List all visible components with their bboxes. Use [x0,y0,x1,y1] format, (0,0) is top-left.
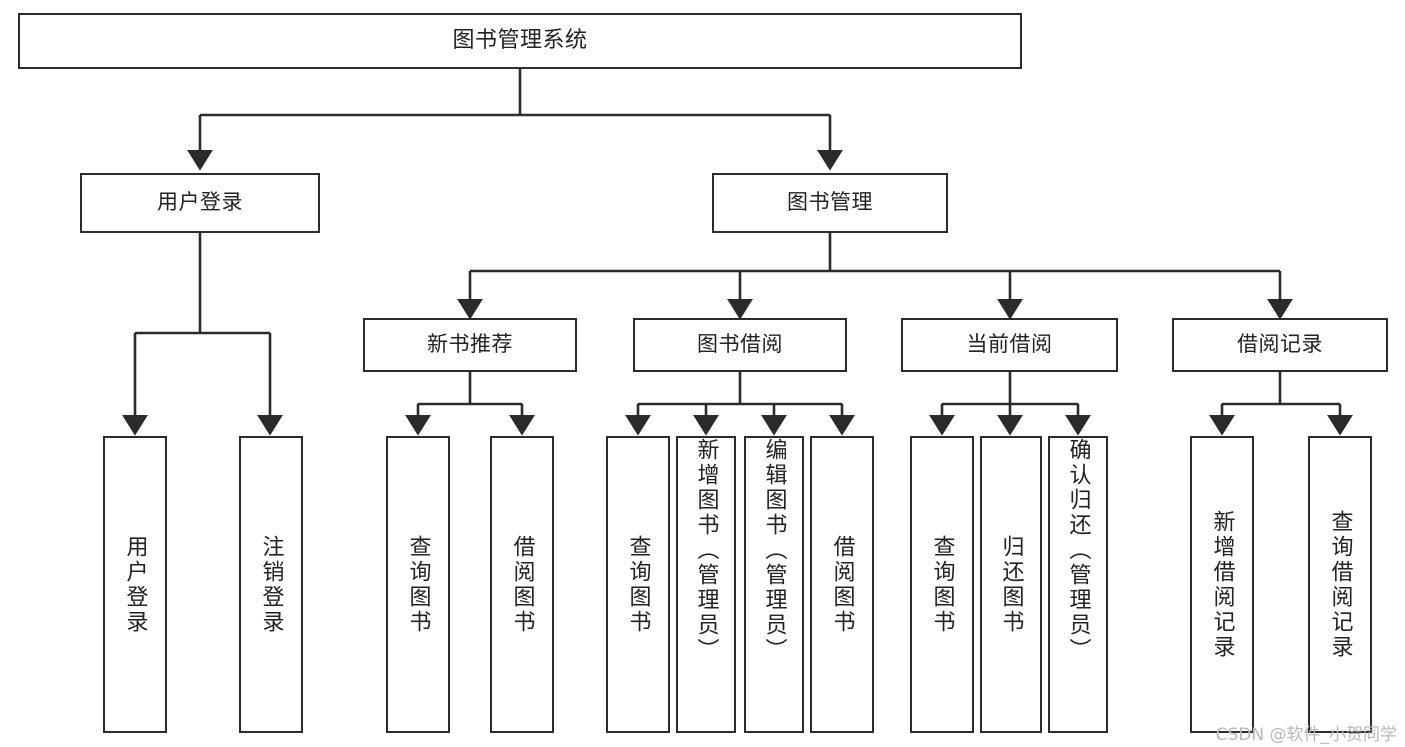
node-book-management[interactable]: 图书管理 [712,173,948,233]
node-label: 查询图书 [929,534,955,635]
leaf-query-book-recommend[interactable]: 查询图书 [386,436,450,733]
node-book-borrow[interactable]: 图书借阅 [633,318,847,372]
node-label: 借阅图书 [829,534,855,635]
node-label: 查询图书 [625,534,651,635]
node-label: 图书管理 [787,190,873,215]
node-label: 借阅记录 [1237,332,1323,357]
leaf-add-book-admin[interactable]: 新增图书（管理员） [676,436,736,733]
node-label: 查询借阅记录 [1327,509,1353,660]
leaf-add-borrow-record[interactable]: 新增借阅记录 [1190,436,1254,733]
node-new-book-recommend[interactable]: 新书推荐 [363,318,577,372]
node-user-login[interactable]: 用户登录 [80,173,320,233]
leaf-user-login[interactable]: 用户登录 [103,436,167,733]
node-label: 用户登录 [122,534,148,635]
leaf-borrow-book-recommend[interactable]: 借阅图书 [490,436,554,733]
node-current-borrow[interactable]: 当前借阅 [901,318,1118,372]
node-borrow-record[interactable]: 借阅记录 [1172,318,1388,372]
node-label: 新书推荐 [427,332,513,357]
node-label: 编辑图书（管理员） [761,438,787,663]
leaf-return-book[interactable]: 归还图书 [980,436,1042,733]
node-label: 归还图书 [998,534,1024,635]
leaf-logout[interactable]: 注销登录 [239,436,303,733]
node-root-system[interactable]: 图书管理系统 [18,13,1022,69]
leaf-edit-book-admin[interactable]: 编辑图书（管理员） [744,436,804,733]
leaf-confirm-return-admin[interactable]: 确认归还（管理员） [1048,436,1108,733]
watermark: CSDN @软件_小贺同学 [1215,725,1397,745]
leaf-query-book-current[interactable]: 查询图书 [910,436,974,733]
node-label: 新增图书（管理员） [693,438,719,663]
node-label: 用户登录 [157,190,243,215]
leaf-borrow-book[interactable]: 借阅图书 [810,436,874,733]
node-label: 图书借阅 [697,332,783,357]
leaf-query-book-borrow[interactable]: 查询图书 [606,436,670,733]
node-label: 查询图书 [405,534,431,635]
leaf-query-borrow-record[interactable]: 查询借阅记录 [1308,436,1372,733]
node-label: 当前借阅 [966,332,1053,357]
node-label: 借阅图书 [509,534,535,635]
node-label: 图书管理系统 [452,27,588,53]
node-label: 新增借阅记录 [1209,509,1235,660]
node-label: 确认归还（管理员） [1065,438,1091,663]
node-label: 注销登录 [258,534,284,635]
